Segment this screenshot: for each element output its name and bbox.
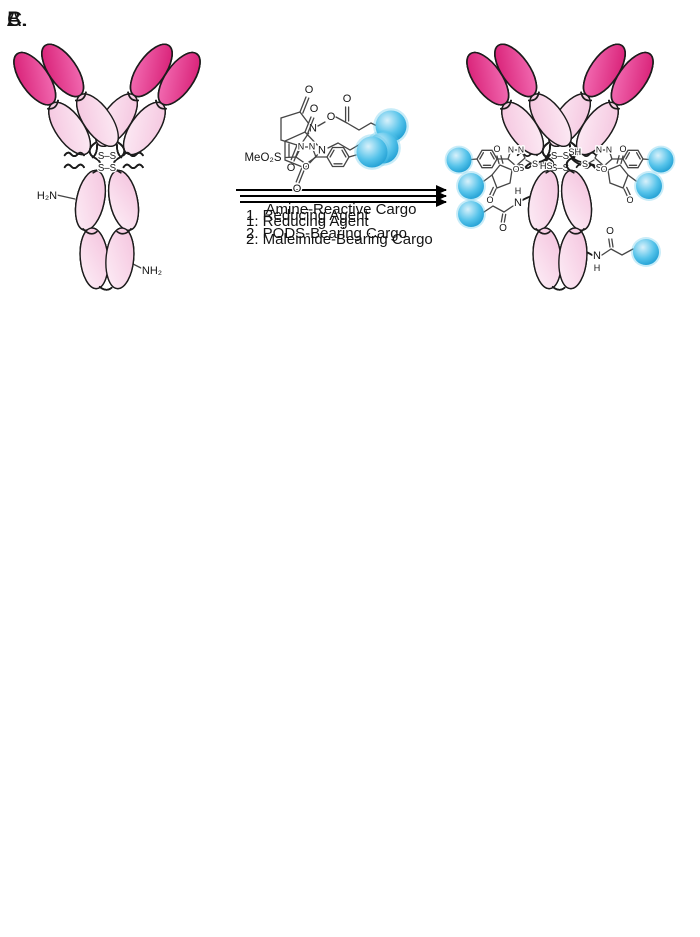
atom-label-H: H bbox=[594, 263, 601, 273]
bond bbox=[601, 248, 612, 256]
benzene-double-bonds bbox=[625, 152, 641, 166]
conjugate-left-pods: S N N O bbox=[444, 143, 551, 176]
atom-label-S: S bbox=[532, 159, 538, 169]
carbonyl-double-bond bbox=[608, 238, 614, 248]
amine-label: NH₂ bbox=[142, 265, 162, 277]
atom-label-O: O bbox=[310, 103, 319, 115]
benzene-double-bonds bbox=[479, 152, 495, 166]
benzene-ring bbox=[326, 146, 350, 168]
panel-b: B. O O N 1. Reducing Agent 2. Maleimide-… bbox=[0, 8, 664, 315]
bond bbox=[285, 156, 297, 159]
bond bbox=[627, 174, 637, 182]
atom-label-O: O bbox=[486, 195, 493, 205]
cargo-sphere bbox=[354, 134, 390, 170]
panel-b-label: B. bbox=[7, 8, 27, 31]
reagent-maleimide: O O N bbox=[284, 102, 401, 197]
arrow-step-1: 1. Reducing Agent bbox=[246, 213, 369, 230]
bond bbox=[56, 194, 76, 200]
panel-c-label: C. bbox=[7, 8, 28, 31]
bond bbox=[588, 159, 595, 164]
carbonyl-double-bond bbox=[500, 213, 507, 224]
atom-label-S: S bbox=[596, 163, 603, 174]
arrow-label: Amine-Reactive Cargo bbox=[266, 201, 417, 218]
carbonyl-double-bond bbox=[295, 166, 306, 184]
arrow-step-1: 1. Reducing Agent bbox=[246, 207, 369, 224]
atom-label-O: O bbox=[493, 144, 500, 154]
panel-a-label: A. bbox=[7, 8, 27, 31]
atom-label-N: N bbox=[606, 145, 612, 155]
atom-label-N: N bbox=[596, 145, 602, 155]
oxadiazole-ring bbox=[507, 149, 526, 167]
antibody-unmodified bbox=[6, 30, 208, 290]
atom-label-N: N bbox=[309, 142, 316, 152]
panel-c: C. MeO₂S N N O 1. Reducing Agent 2. PODS… bbox=[0, 8, 676, 307]
atom-label-N: N bbox=[508, 145, 514, 155]
attachment-squiggle bbox=[569, 154, 582, 163]
atom-label-N: N bbox=[514, 197, 522, 209]
atom-label-N: N bbox=[298, 142, 305, 152]
succinimide-ring bbox=[607, 164, 629, 189]
carbonyl-double-bond bbox=[304, 116, 315, 134]
conjugate-left-thioether: S O O bbox=[456, 143, 549, 207]
conjugate-right-pods: S N N O bbox=[569, 143, 676, 176]
oxadiazole-ring bbox=[594, 149, 613, 167]
atom-label-O: O bbox=[513, 164, 520, 174]
bond bbox=[317, 121, 326, 127]
atom-label-N: N bbox=[318, 145, 326, 157]
amine-label: H₂N bbox=[37, 190, 57, 202]
arrow-step-2: 2. Maleimide-Bearing Cargo bbox=[246, 231, 433, 248]
attachment-squiggle bbox=[538, 154, 551, 163]
reagent-nhs-ester: O O N O O bbox=[280, 83, 409, 176]
atom-label-O: O bbox=[293, 183, 302, 195]
sulfonyl-label: MeO₂S bbox=[244, 152, 281, 164]
conjugate-left-amide: H N O bbox=[456, 185, 530, 236]
atom-label-O: O bbox=[601, 164, 608, 174]
oxadiazole-ring bbox=[295, 146, 317, 165]
atom-label-N: N bbox=[309, 123, 317, 135]
carbonyl-double-bond bbox=[299, 96, 310, 114]
antibody-conjugated bbox=[459, 30, 661, 290]
atom-label-O: O bbox=[327, 111, 336, 123]
atom-label-H: H bbox=[515, 186, 522, 196]
cargo-sphere bbox=[646, 145, 676, 175]
arrow-step-2: 2. PODS-Bearing Cargo bbox=[246, 225, 407, 242]
carbonyl-double-bond bbox=[344, 106, 350, 122]
bond bbox=[503, 205, 514, 213]
atom-label-S: S bbox=[582, 159, 588, 169]
bond bbox=[525, 159, 532, 164]
atom-label-O: O bbox=[302, 162, 309, 172]
panel-a: A. H₂N NH₂ O O N O O Amine-Reactive Carg… bbox=[0, 8, 700, 315]
bond bbox=[335, 116, 348, 124]
atom-label-O: O bbox=[499, 223, 507, 234]
carbonyl-double-bond bbox=[489, 186, 497, 198]
atom-label-S: S bbox=[518, 163, 525, 174]
atom-label-O: O bbox=[606, 226, 614, 237]
succinimide-ring bbox=[280, 111, 313, 147]
attachment-squiggle bbox=[571, 158, 596, 169]
maleimide-ring bbox=[284, 131, 323, 169]
atom-label-O: O bbox=[305, 84, 314, 96]
benzene-double-bonds bbox=[329, 149, 347, 165]
atom-label-N: N bbox=[593, 250, 601, 262]
atom-label-N: N bbox=[518, 145, 524, 155]
alkyl-chain bbox=[483, 205, 505, 213]
alkyl-chain bbox=[610, 248, 634, 256]
succinimide-ring bbox=[491, 164, 513, 189]
bond bbox=[483, 174, 493, 182]
atom-label-O: O bbox=[619, 144, 626, 154]
atom-label-O: O bbox=[626, 195, 633, 205]
conjugate-right-thioether: S O O bbox=[571, 143, 664, 207]
reagent-pods: MeO₂S N N O bbox=[243, 134, 390, 173]
attachment-squiggle bbox=[520, 196, 530, 202]
carbonyl-double-bond bbox=[623, 186, 631, 198]
atom-label-O: O bbox=[343, 93, 352, 105]
amine-group-labels: H₂N NH₂ bbox=[35, 189, 163, 279]
cargo-sphere bbox=[444, 145, 474, 175]
